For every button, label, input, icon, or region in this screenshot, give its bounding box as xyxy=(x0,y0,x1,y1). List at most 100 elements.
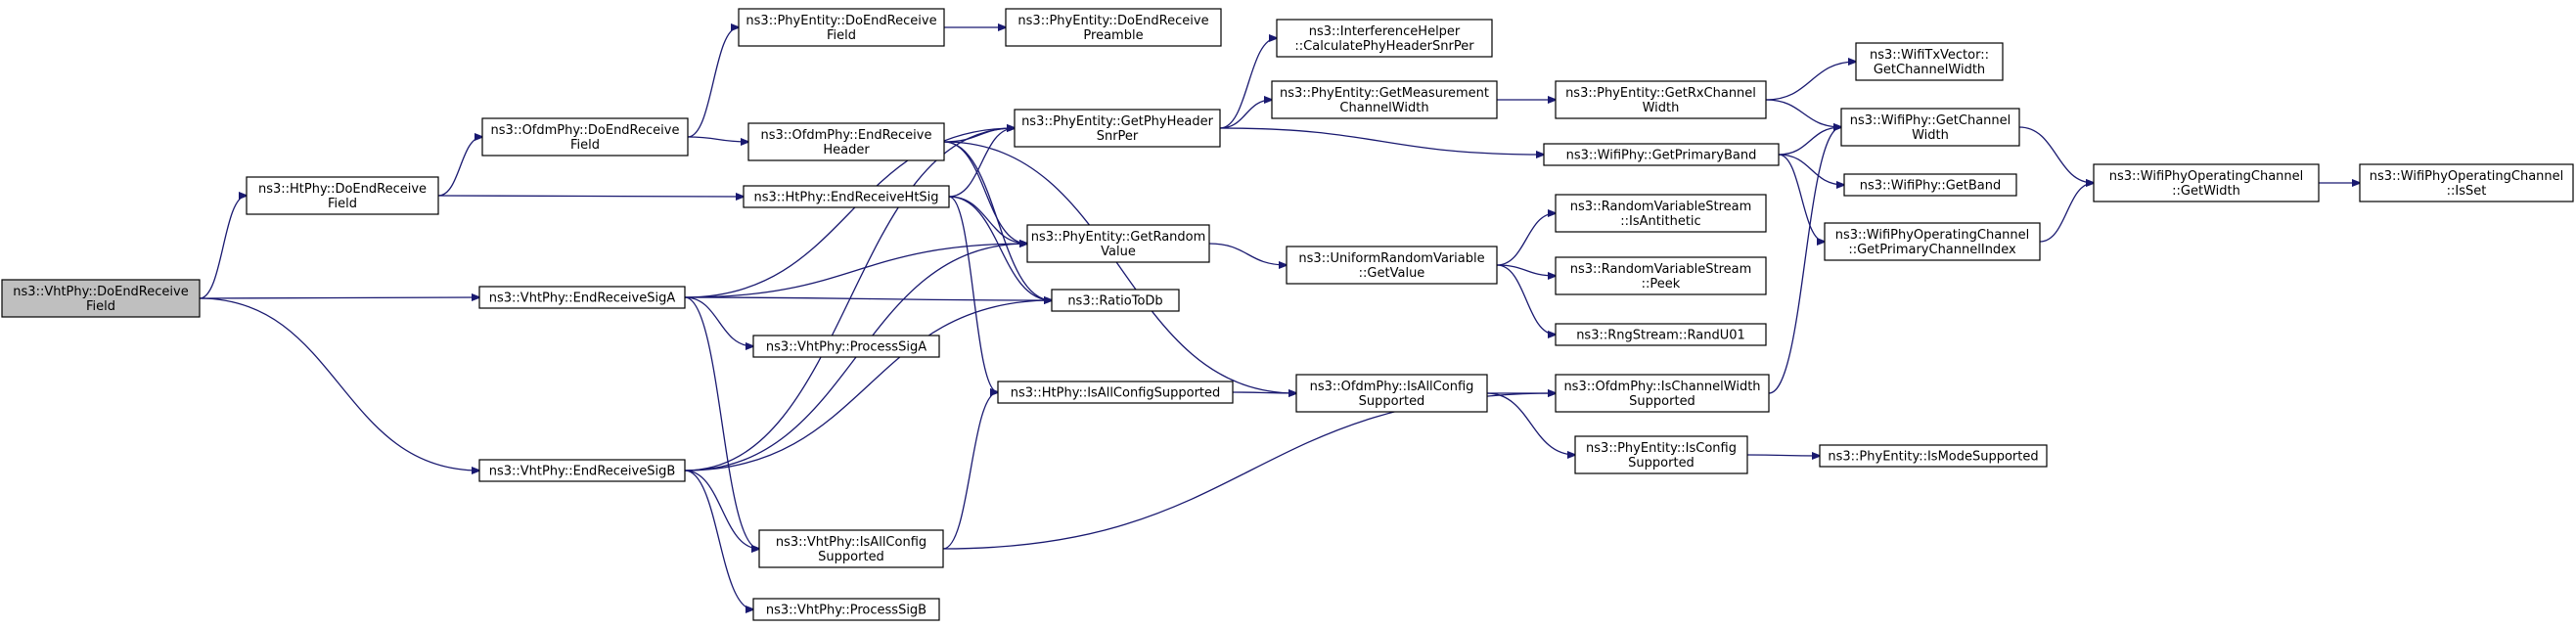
node-label-line: ::GetPrimaryChannelIndex xyxy=(1848,243,2016,257)
node-box xyxy=(752,335,940,358)
node-ns3-wifiphy-getprimaryband[interactable]: ns3::WifiPhy::GetPrimaryBand xyxy=(1543,143,1780,166)
node-box xyxy=(1574,435,1748,474)
node-label-line: ns3::OfdmPhy::IsAllConfig xyxy=(1310,380,1474,394)
node-box xyxy=(1276,19,1493,58)
node-box xyxy=(1026,224,1210,263)
edge-n2-n9 xyxy=(684,296,759,549)
edge-n5-n12 xyxy=(948,128,1015,198)
edge-n21-n29 xyxy=(1778,154,1844,185)
node-box xyxy=(758,529,944,568)
edge-n7-n14 xyxy=(943,141,1052,300)
node-label-line: SnrPer xyxy=(1097,129,1139,144)
node-label-line: Field xyxy=(328,197,357,211)
node-ns3-vhtphy-endreceivesiga[interactable]: ns3::VhtPhy::EndReceiveSigA xyxy=(478,286,686,309)
node-box xyxy=(2359,163,2574,202)
node-ns3-wifiphyoperatingchannel-getprimarychannelindex[interactable]: ns3::WifiPhyOperatingChannel::GetPrimary… xyxy=(1824,222,2041,261)
node-ns3-wifiphy-getchannel-width[interactable]: ns3::WifiPhy::GetChannelWidth xyxy=(1840,108,2020,147)
node-ns3-uniformrandomvariable-getvalue[interactable]: ns3::UniformRandomVariable::GetValue xyxy=(1286,246,1498,285)
node-ns3-ratiotodb[interactable]: ns3::RatioToDb xyxy=(1051,289,1180,312)
edge-n0-n3 xyxy=(199,297,479,471)
edge-n18-n23 xyxy=(1496,264,1556,276)
edge-n1-n4 xyxy=(437,137,482,197)
edge-n12-n16 xyxy=(1219,38,1277,129)
node-label-line: ns3::RngStream::RandU01 xyxy=(1576,329,1745,343)
node-label-line: ns3::OfdmPhy::IsChannelWidth xyxy=(1563,380,1760,394)
node-label-line: ::GetValue xyxy=(1359,266,1425,281)
node-label-line: ns3::VhtPhy::ProcessSigA xyxy=(766,340,926,355)
node-label-line: GetChannelWidth xyxy=(1874,63,1985,77)
node-label-line: ::IsSet xyxy=(2447,184,2487,199)
node-label-line: ns3::InterferenceHelper xyxy=(1309,24,1461,39)
node-label-line: Header xyxy=(823,143,870,157)
node-label-line: Supported xyxy=(1628,456,1695,471)
node-box xyxy=(738,8,945,47)
node-box xyxy=(1555,80,1767,119)
node-label-line: Width xyxy=(1643,101,1680,115)
node-box xyxy=(1286,246,1498,285)
node-ns3-wifiphyoperatingchannel-isset[interactable]: ns3::WifiPhyOperatingChannel::IsSet xyxy=(2359,163,2574,202)
edge-n7-n13 xyxy=(943,141,1027,244)
edge-n3-n14 xyxy=(684,300,1052,471)
node-ns3-interferencehelper-calculatephyheadersnrper[interactable]: ns3::InterferenceHelper::CalculatePhyHea… xyxy=(1276,19,1493,58)
node-box xyxy=(1840,108,2020,147)
node-ns3-vhtphy-processsiga[interactable]: ns3::VhtPhy::ProcessSigA xyxy=(752,335,940,358)
node-box xyxy=(747,122,945,161)
node-ns3-vhtphy-isallconfig-supported[interactable]: ns3::VhtPhy::IsAllConfigSupported xyxy=(758,529,944,568)
edge-n2-n14 xyxy=(684,297,1052,300)
node-label-line: Field xyxy=(86,299,115,314)
node-ns3-phyentity-getmeasurement-channelwidth[interactable]: ns3::PhyEntity::GetMeasurementChannelWid… xyxy=(1271,80,1498,119)
node-label-line: ns3::WifiPhyOperatingChannel xyxy=(2109,169,2304,184)
node-ns3-htphy-endreceivehtsig[interactable]: ns3::HtPhy::EndReceiveHtSig xyxy=(743,185,950,208)
node-label-line: ns3::PhyEntity::GetMeasurement xyxy=(1280,86,1489,101)
node-label-line: ns3::PhyEntity::GetRxChannel xyxy=(1565,86,1756,101)
node-box xyxy=(1051,289,1180,312)
node-ns3-rngstream-randu01[interactable]: ns3::RngStream::RandU01 xyxy=(1555,323,1767,346)
node-ns3-wifiphy-getband[interactable]: ns3::WifiPhy::GetBand xyxy=(1843,173,2017,197)
node-ns3-phyentity-ismodesupported[interactable]: ns3::PhyEntity::IsModeSupported xyxy=(1819,444,2048,468)
node-label-line: Supported xyxy=(818,550,884,564)
node-box xyxy=(1,279,201,318)
node-box xyxy=(1543,143,1780,166)
node-label-line: ::GetWidth xyxy=(2172,184,2240,199)
edge-n12-n17 xyxy=(1219,100,1272,129)
node-label-line: ns3::WifiPhyOperatingChannel xyxy=(1835,228,2030,243)
edge-n2-n12 xyxy=(684,128,1015,298)
node-ns3-htphy-isallconfigsupported[interactable]: ns3::HtPhy::IsAllConfigSupported xyxy=(997,381,1234,404)
node-label-line: ns3::PhyEntity::IsModeSupported xyxy=(1828,450,2038,465)
node-label-line: ::CalculatePhyHeaderSnrPer xyxy=(1294,39,1474,54)
node-ns3-wifitxvector-getchannelwidth[interactable]: ns3::WifiTxVector::GetChannelWidth xyxy=(1855,42,2004,81)
edge-n20-n28 xyxy=(1765,99,1841,127)
node-box xyxy=(481,117,689,157)
edge-n5-n14 xyxy=(948,196,1052,300)
node-label-line: ns3::VhtPhy::DoEndReceive xyxy=(13,285,188,299)
node-ns3-vhtphy-endreceivesigb[interactable]: ns3::VhtPhy::EndReceiveSigB xyxy=(478,459,686,482)
node-label-line: ns3::HtPhy::DoEndReceive xyxy=(258,182,427,197)
node-box xyxy=(1824,222,2041,261)
node-ns3-ofdmphy-isallconfig-supported[interactable]: ns3::OfdmPhy::IsAllConfigSupported xyxy=(1295,374,1488,413)
node-box xyxy=(1555,374,1770,413)
edge-n5-n13 xyxy=(948,196,1027,244)
node-ns3-vhtphy-processsigb[interactable]: ns3::VhtPhy::ProcessSigB xyxy=(752,598,940,621)
node-ns3-randomvariablestream-peek[interactable]: ns3::RandomVariableStream::Peek xyxy=(1555,256,1767,295)
edge-n4-n6 xyxy=(687,27,739,138)
node-ns3-randomvariablestream-isantithetic[interactable]: ns3::RandomVariableStream::IsAntithetic xyxy=(1555,194,1767,233)
node-box xyxy=(1014,109,1221,148)
edge-n4-n7 xyxy=(687,136,748,142)
node-label-line: ns3::OfdmPhy::EndReceive xyxy=(761,128,932,143)
node-ns3-wifiphyoperatingchannel-getwidth[interactable]: ns3::WifiPhyOperatingChannel::GetWidth xyxy=(2093,163,2320,202)
nodes: ns3::VhtPhy::DoEndReceiveFieldns3::HtPhy… xyxy=(1,8,2574,621)
edge-n26-n31 xyxy=(1746,455,1820,456)
edge-n28-n32 xyxy=(2018,126,2094,183)
